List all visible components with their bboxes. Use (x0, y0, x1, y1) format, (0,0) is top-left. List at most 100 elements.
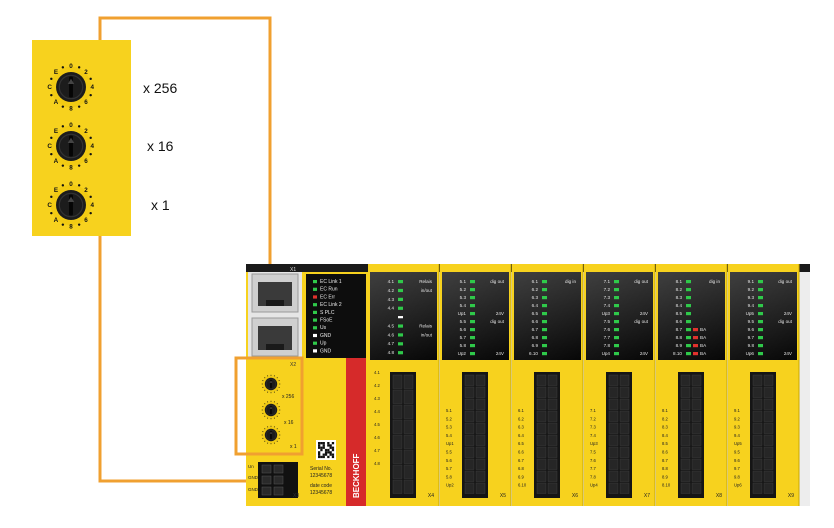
io-terminal-block[interactable] (390, 372, 416, 498)
status-led (313, 349, 317, 353)
io-terminal-block[interactable] (750, 372, 776, 498)
status-led-label: GND (320, 333, 332, 339)
rotary-switch-tick (267, 417, 269, 419)
rotary-switch-tick (264, 415, 266, 417)
io-channel-label: 7.7 (604, 335, 611, 340)
io-terminal-block[interactable] (462, 372, 488, 498)
rotary-switch-small-2[interactable] (261, 400, 281, 420)
terminal-label: 6.7 (518, 458, 524, 463)
io-channel-led (470, 352, 475, 356)
rotary-switch-tick (270, 392, 272, 394)
io-channel-label: 9.6 (748, 327, 755, 332)
terminal-slot (392, 374, 403, 389)
power-terminal-slot (261, 475, 272, 485)
terminal-slot (680, 434, 691, 446)
io-channel-led (686, 336, 691, 340)
io-channel-label: 5.5 (460, 319, 467, 324)
terminal-slot (536, 398, 547, 410)
io-channel-led (758, 336, 763, 340)
io-module-label: X9 (788, 493, 794, 499)
multiplier-label-256: x 256 (143, 80, 178, 96)
ethernet-port-2[interactable] (251, 317, 299, 357)
terminal-slot (392, 419, 403, 434)
io-channel-label: 6.2 (532, 287, 539, 292)
terminal-label: 5.8 (446, 474, 452, 479)
io-channel-label: 7.4 (604, 303, 611, 308)
terminal-slot (608, 410, 619, 422)
terminal-slot (392, 404, 403, 419)
terminal-slot (547, 434, 558, 446)
io-channel-label: 4.4 (388, 306, 395, 311)
terminal-slot (475, 482, 486, 494)
io-channel-led (686, 280, 691, 284)
rotary-switch-tick (50, 93, 53, 97)
terminal-slot (547, 470, 558, 482)
io-channel-label: Up6 (746, 351, 755, 356)
rotary-switch-digit: 4 (91, 84, 95, 91)
terminal-slot (680, 422, 691, 434)
terminal-slot (619, 386, 630, 398)
io-tag-label: 24V (784, 351, 793, 356)
io-module-4: 4.14.24.34.44.54.64.74.8Relaisin/outRela… (368, 264, 440, 506)
rotary-switch-small-1[interactable] (261, 374, 281, 394)
io-terminal-block[interactable] (606, 372, 632, 498)
status-led-label: FSoE (320, 318, 333, 324)
rotary-switch-tick (270, 425, 272, 427)
terminal-label: 7.5 (590, 450, 596, 455)
rotary-switch-pointer (67, 78, 75, 84)
io-channel-led (398, 316, 403, 319)
io-channel-led (470, 344, 475, 348)
status-led-label: S PLC (320, 310, 335, 316)
power-terminal-slot (261, 464, 272, 474)
terminal-slot (464, 434, 475, 446)
rotary-switch-tick (77, 164, 81, 167)
rotary-switch-tick (50, 195, 53, 199)
terminal-slot (619, 422, 630, 434)
ethernet-port-1[interactable] (251, 273, 299, 313)
terminal-slot (547, 446, 558, 458)
io-tag-label: 24V (496, 311, 505, 316)
io-module-label: X5 (500, 493, 506, 499)
rotary-switch-tick (262, 386, 264, 388)
terminal-slot (763, 446, 774, 458)
terminal-slot (763, 422, 774, 434)
terminal-slot (608, 398, 619, 410)
rotary-switch-tick (50, 136, 53, 140)
status-led (313, 333, 317, 338)
io-channel-led (542, 312, 547, 316)
terminal-slot (547, 398, 558, 410)
terminal-slot (691, 386, 702, 398)
terminal-slot (691, 458, 702, 470)
terminal-label: 5.5 (446, 450, 452, 455)
io-channel-led (398, 333, 403, 337)
io-channel-led (542, 328, 547, 332)
status-led (313, 341, 317, 345)
multiplier-label-16: x 16 (147, 138, 174, 154)
rotary-switch-tick (279, 383, 281, 385)
rotary-switch-tick (261, 434, 263, 436)
terminal-label: Up6 (734, 483, 742, 488)
io-terminal-block[interactable] (678, 372, 704, 498)
rotary-switch-tick (278, 406, 280, 408)
io-module-label: X8 (716, 493, 722, 499)
terminal-label: Up2 (446, 483, 454, 488)
rotary-switch-tick (89, 211, 92, 215)
rotary-switch-tick (267, 375, 269, 377)
terminal-label: 4.3 (374, 396, 380, 401)
io-channel-led (398, 288, 403, 293)
serial-value: 12345678 (310, 473, 332, 479)
rotary-switch-tick (273, 401, 275, 403)
power-terminal[interactable] (258, 462, 298, 498)
rotary-switch-tick (278, 412, 280, 414)
rotary-switch-small-3[interactable] (261, 425, 281, 445)
rotary-switch-digit: C (47, 143, 52, 150)
io-terminal-block[interactable] (534, 372, 560, 498)
terminal-slot (691, 398, 702, 410)
rotary-switch-tick (89, 152, 92, 156)
terminal-slot (763, 386, 774, 398)
